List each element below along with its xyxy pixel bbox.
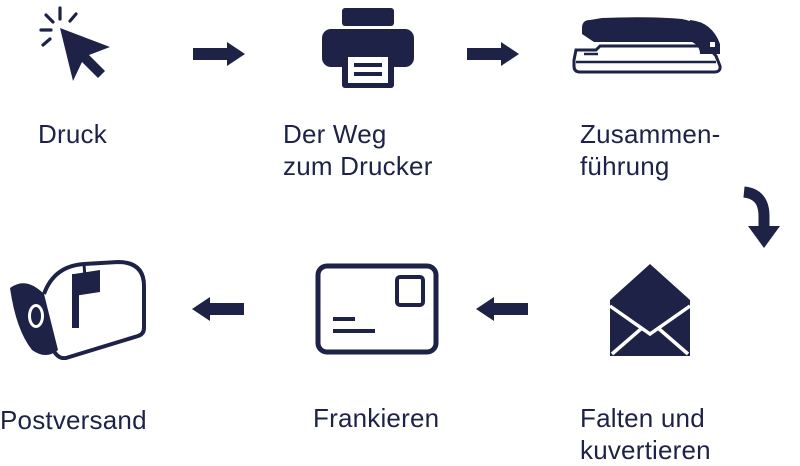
arrow-left-icon bbox=[476, 297, 528, 321]
step-label-weg-zum-drucker: Der Weg zum Drucker bbox=[283, 119, 433, 181]
stapler-icon bbox=[572, 16, 722, 74]
arrow-right-icon bbox=[193, 42, 245, 66]
step-label-postversand: Postversand bbox=[0, 405, 147, 435]
step-label-druck: Druck bbox=[38, 119, 107, 149]
step-label-falten-und-kuvertieren: Falten und kuvertieren bbox=[580, 403, 711, 465]
cursor-click-icon bbox=[38, 6, 118, 84]
arrow-down-icon bbox=[740, 186, 780, 250]
mailbox-icon bbox=[6, 258, 148, 360]
postcard-icon bbox=[315, 263, 439, 355]
step-label-frankieren: Frankieren bbox=[313, 403, 440, 433]
arrow-left-icon bbox=[192, 297, 244, 321]
step-label-zusammenfuehrung: Zusammen- führung bbox=[580, 119, 721, 181]
arrow-right-icon bbox=[467, 42, 519, 66]
envelope-icon bbox=[608, 262, 692, 356]
printer-icon bbox=[322, 8, 414, 88]
